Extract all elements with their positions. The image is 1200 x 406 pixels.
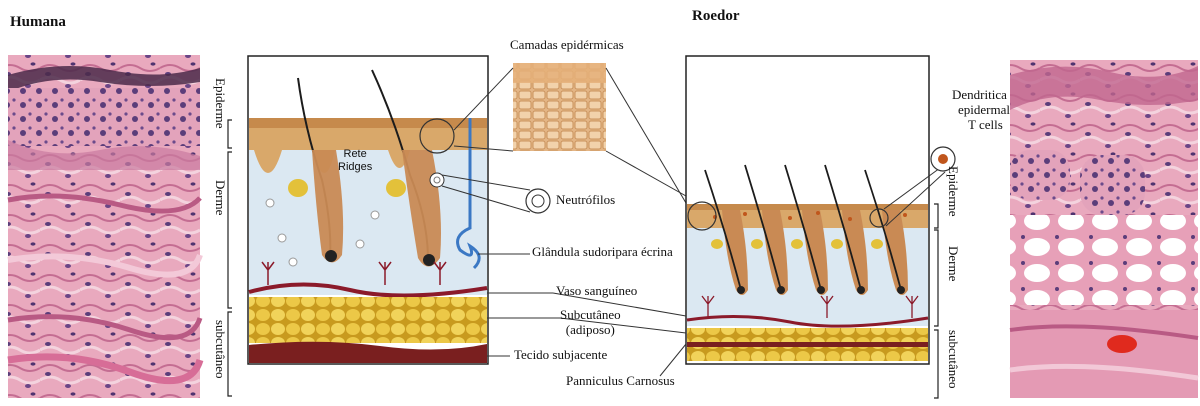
human-dermis-label: Derme [212, 180, 228, 215]
dendritic-label-line1: Dendritica [952, 88, 1010, 103]
dendritic-cells-label: Dendritica epidermal T cells [952, 88, 1010, 133]
underlying-tissue-label: Tecido subjacente [514, 348, 607, 363]
rete-label-line1: Rete [338, 148, 372, 161]
blood-vessel-label: Vaso sanguíneo [556, 284, 637, 299]
sweat-gland-label: Glândula sudoripara écrina [532, 245, 673, 260]
human-epidermis-label: Epiderme [212, 78, 228, 129]
panniculus-label: Panniculus Carnosus [566, 374, 675, 389]
epidermal-layers-label: Camadas epidérmicas [510, 38, 624, 53]
rodent-histology-image [1010, 60, 1198, 398]
rete-label-line2: Ridges [338, 161, 372, 174]
dendritic-label-line2: epidermal [952, 103, 1010, 118]
rodent-epidermis-label: Epiderme [945, 166, 961, 217]
rodent-skin-schematic [686, 56, 955, 364]
human-brackets [228, 120, 232, 396]
subcutaneous-label-line2: (adiposo) [560, 323, 621, 338]
rodent-title: Roedor [692, 8, 740, 25]
dendritic-label-line3: T cells [952, 118, 1010, 133]
human-skin-schematic [248, 56, 488, 364]
neutrophils-label: Neutrófilos [556, 193, 615, 208]
rodent-brackets [934, 204, 938, 398]
rete-ridges-label: Rete Ridges [338, 148, 372, 173]
rodent-dermis-label: Derme [945, 246, 961, 281]
red-blood-cell-blob [1107, 335, 1137, 353]
human-title: Humana [10, 14, 66, 31]
subcutaneous-label-line1: Subcutâneo [560, 308, 621, 323]
human-subcutaneous-label: subcutâneo [212, 320, 228, 378]
subcutaneous-label: Subcutâneo (adiposo) [560, 308, 621, 338]
human-histology-image [8, 55, 200, 398]
rodent-subcutaneous-label: subcutâneo [945, 330, 961, 388]
